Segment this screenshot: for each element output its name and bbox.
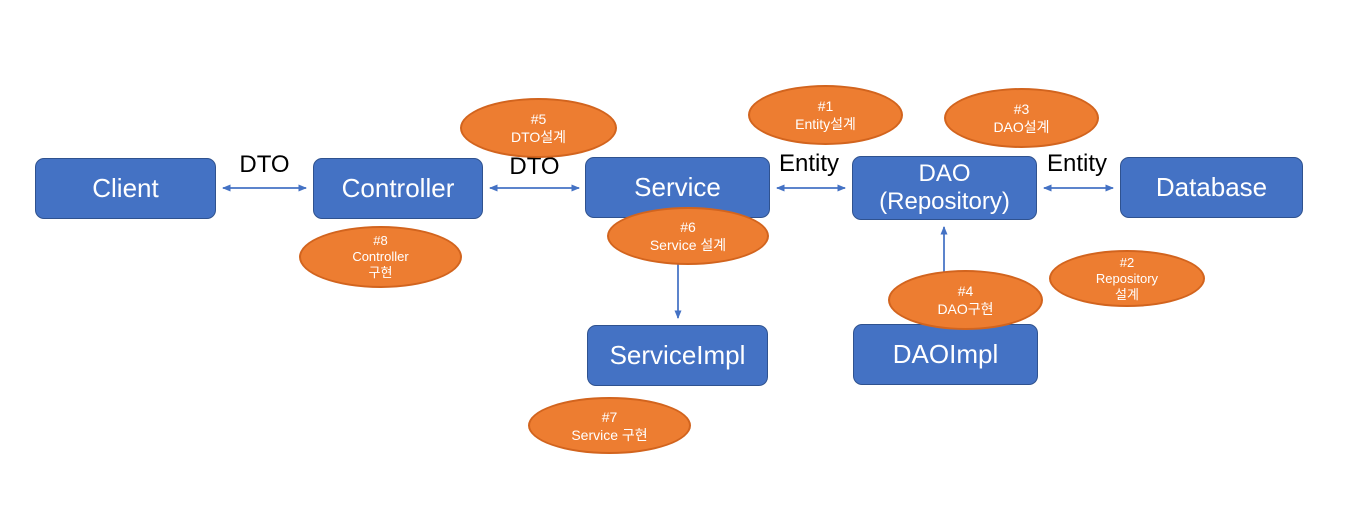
step2-number: #2 xyxy=(1119,254,1135,270)
step5-number: #5 xyxy=(530,111,547,127)
serviceimpl-box: ServiceImpl xyxy=(587,325,768,386)
client-box: Client xyxy=(35,158,216,219)
controller-box-label: Controller xyxy=(341,172,455,203)
step7-number: #7 xyxy=(601,408,618,425)
step3-text: DAO설계 xyxy=(993,119,1050,135)
database-box-label: Database xyxy=(1155,171,1268,202)
service-box-label: Service xyxy=(634,171,721,202)
step7-text: Service 구현 xyxy=(571,426,648,443)
client-box-label: Client xyxy=(92,172,159,203)
step1-entity-design-ellipse: #1 Entity설계 xyxy=(748,85,903,145)
step4-dao-impl-ellipse: #4 DAO구현 xyxy=(888,270,1043,330)
step8-text-line1: Controller xyxy=(352,249,409,264)
step6-service-design-ellipse: #6 Service 설계 xyxy=(607,207,769,265)
dao-box: DAO (Repository) xyxy=(852,156,1037,220)
step5-text: DTO설계 xyxy=(510,129,567,145)
database-box: Database xyxy=(1120,157,1303,218)
step5-dto-design-ellipse: #5 DTO설계 xyxy=(460,98,617,158)
step6-number: #6 xyxy=(680,219,696,235)
step7-service-impl-ellipse: #7 Service 구현 xyxy=(528,397,691,454)
entity-label-dao-database: Entity xyxy=(1046,150,1108,177)
step8-controller-impl-ellipse: #8 Controller 구현 xyxy=(299,226,462,288)
step4-text: DAO구현 xyxy=(937,301,994,317)
controller-box: Controller xyxy=(313,158,483,219)
step2-text-line2: 설계 xyxy=(1115,286,1139,302)
step3-dao-design-ellipse: #3 DAO설계 xyxy=(944,88,1099,148)
serviceimpl-box-label: ServiceImpl xyxy=(609,339,746,370)
dto-label-client-controller: DTO xyxy=(239,151,290,178)
step4-number: #4 xyxy=(957,283,974,299)
step3-number: #3 xyxy=(1013,101,1030,117)
step8-number: #8 xyxy=(373,233,388,248)
daoimpl-box-label: DAOImpl xyxy=(892,338,999,369)
entity-label-service-dao: Entity xyxy=(778,150,840,177)
step1-number: #1 xyxy=(817,98,834,114)
dao-box-label-line2: (Repository) xyxy=(879,188,1010,215)
step2-text-line1: Repository xyxy=(1095,270,1159,286)
daoimpl-box: DAOImpl xyxy=(853,324,1038,385)
step1-text: Entity설계 xyxy=(795,116,856,132)
step8-text-line2: 구현 xyxy=(368,265,393,280)
step6-text: Service 설계 xyxy=(649,237,727,253)
dao-box-label-line1: DAO xyxy=(918,160,971,187)
step2-repository-design-ellipse: #2 Repository 설계 xyxy=(1049,250,1205,307)
